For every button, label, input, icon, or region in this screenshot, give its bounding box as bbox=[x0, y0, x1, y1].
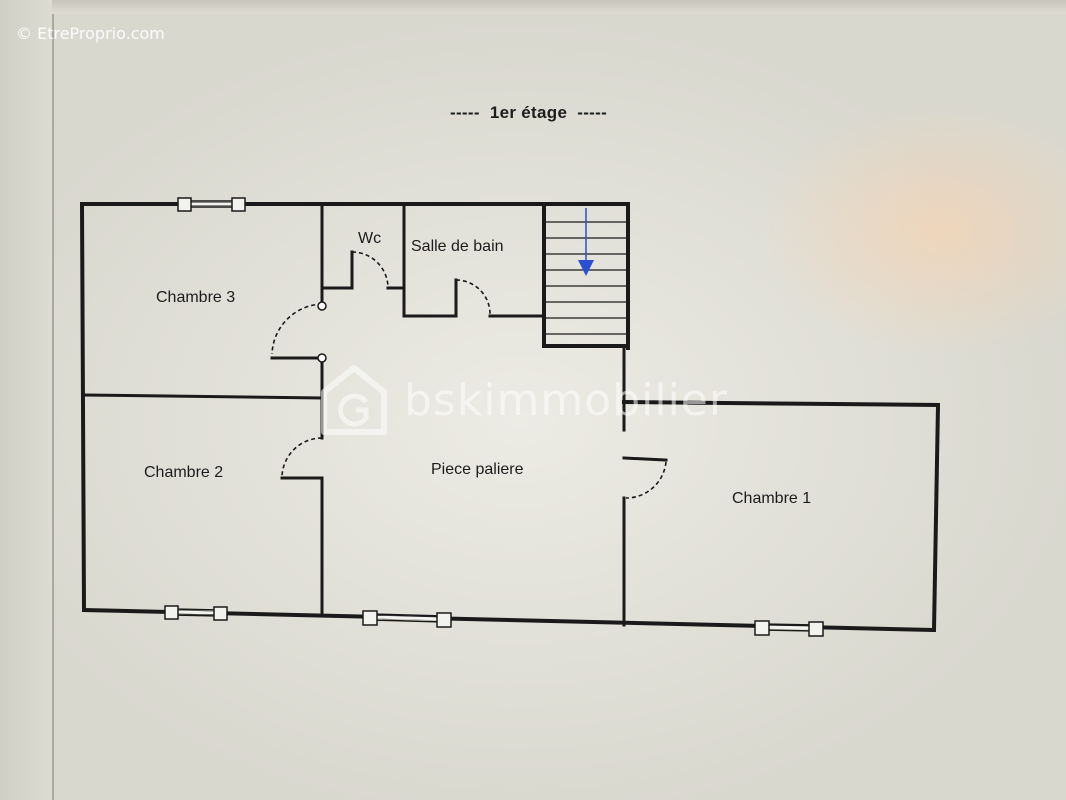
window-sill bbox=[761, 625, 817, 630]
monitor-top-edge bbox=[52, 0, 1066, 14]
outer-wall-left bbox=[79, 201, 87, 613]
window-line bbox=[761, 629, 817, 632]
door-swing-chambre2 bbox=[281, 437, 323, 477]
wall-door-chambre1 bbox=[622, 456, 668, 462]
floor-title: ----- 1er étage ----- bbox=[450, 103, 608, 122]
window-frame bbox=[177, 197, 192, 212]
outer-wall-right-chambre1 bbox=[621, 399, 941, 633]
brand-watermark: bskimmobilier bbox=[318, 362, 728, 438]
room-label-chambre2: Chambre 2 bbox=[144, 464, 223, 481]
window-line bbox=[369, 619, 445, 623]
door-hinge bbox=[317, 353, 327, 363]
window-line bbox=[171, 614, 221, 617]
arrow-down-icon bbox=[578, 260, 594, 276]
door-swing-wc bbox=[351, 251, 389, 289]
room-label-chambre1: Chambre 1 bbox=[732, 490, 811, 507]
room-label-wc: Wc bbox=[358, 230, 381, 247]
window-line bbox=[369, 613, 445, 617]
door-swing-chambre3 bbox=[271, 303, 323, 355]
window-frame bbox=[436, 612, 452, 628]
window-frame bbox=[231, 197, 246, 212]
window-frame bbox=[213, 606, 228, 621]
wall-wc-right bbox=[402, 204, 458, 318]
window-frame bbox=[808, 621, 824, 637]
house-logo-icon bbox=[321, 365, 387, 435]
window-frame bbox=[164, 605, 179, 620]
wall-stairs-left bbox=[542, 204, 628, 348]
wall-wc-left-stub bbox=[320, 204, 354, 290]
window-sill bbox=[369, 615, 445, 621]
wall-chambre3-bottom bbox=[82, 393, 324, 400]
site-watermark: © EtreProprio.com bbox=[16, 24, 165, 43]
window-frame bbox=[362, 610, 378, 626]
door-hinge bbox=[317, 301, 327, 311]
window-line bbox=[171, 608, 221, 611]
monitor-bezel bbox=[0, 0, 54, 800]
door-swing-sdb bbox=[455, 279, 491, 315]
window-sill bbox=[171, 610, 221, 615]
room-label-chambre3: Chambre 3 bbox=[156, 289, 235, 306]
room-label-piece-paliere: Piece paliere bbox=[431, 461, 524, 478]
room-label-salle-de-bain: Salle de bain bbox=[411, 238, 504, 255]
brand-watermark-text: bskimmobilier bbox=[404, 374, 728, 426]
door-swing-chambre1 bbox=[625, 461, 667, 499]
window-line bbox=[761, 623, 817, 626]
window-frame bbox=[754, 620, 770, 636]
